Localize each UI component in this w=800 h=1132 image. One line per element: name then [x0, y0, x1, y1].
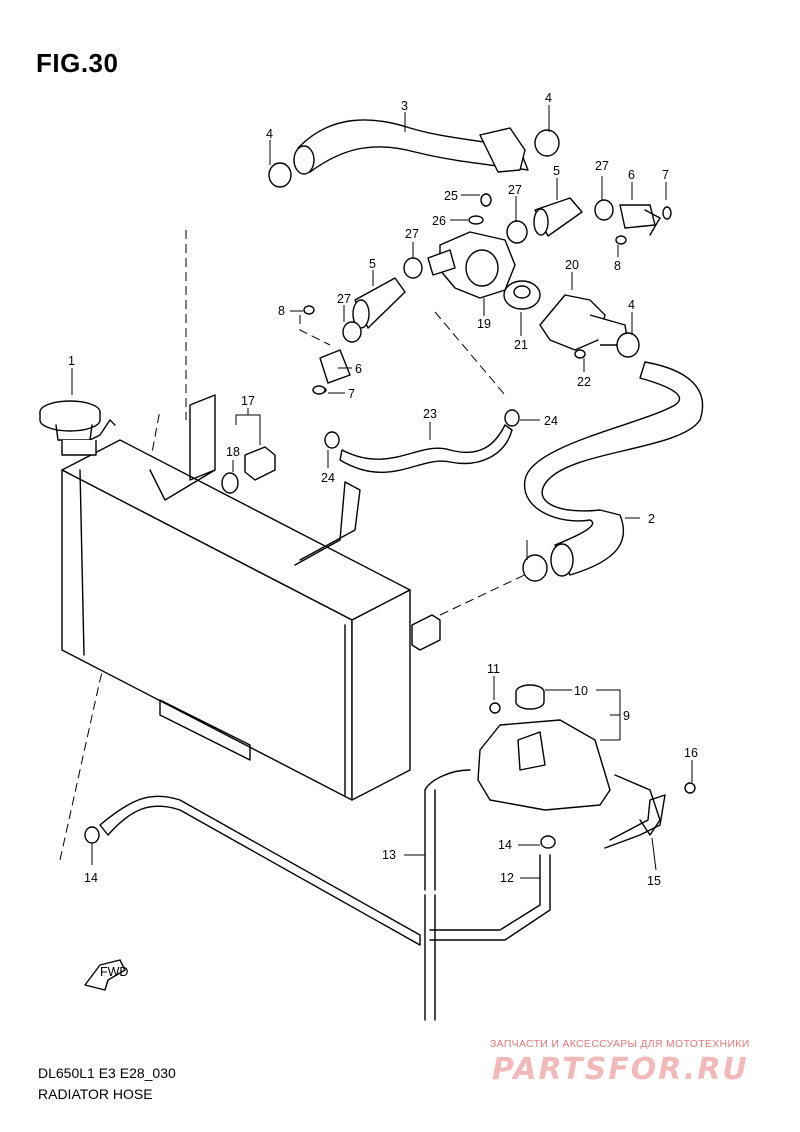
callout-26: 26: [432, 214, 446, 228]
reservoir-tank: [477, 684, 661, 836]
callout-22: 22: [577, 375, 591, 389]
fwd-arrow: FWD: [84, 959, 128, 991]
thermostat-cover: [539, 294, 629, 351]
bracket-15: [604, 794, 666, 849]
hose-2: [524, 361, 704, 577]
callout-10: 10: [574, 684, 588, 698]
callout-6: 6: [355, 362, 362, 376]
callout-27: 27: [508, 183, 522, 197]
hose-3: [293, 119, 529, 175]
section-name: RADIATOR HOSE: [38, 1086, 153, 1102]
callout-2: 2: [648, 512, 655, 526]
overflow-hose: [99, 795, 421, 946]
callout-14: 14: [84, 871, 98, 885]
callout-1: 1: [68, 354, 75, 368]
callout-19: 19: [477, 317, 491, 331]
callout-7: 7: [662, 168, 669, 182]
callout-4: 4: [266, 127, 273, 141]
callout-15: 15: [647, 874, 661, 888]
callout-4: 4: [545, 91, 552, 105]
hose-5-upper: [533, 197, 583, 237]
fwd-label: FWD: [100, 965, 128, 979]
small-fasteners: [303, 193, 696, 794]
callout-23: 23: [423, 407, 437, 421]
figure-title: FIG.30: [36, 48, 119, 78]
thermo-switch: [221, 446, 276, 494]
callout-6: 6: [628, 168, 635, 182]
callout-3: 3: [401, 99, 408, 113]
hose-13: [424, 769, 471, 1021]
leader-lines: [71, 105, 693, 879]
callout-14: 14: [498, 838, 512, 852]
watermark-logo: PARTSFOR.RU: [492, 1052, 749, 1087]
callout-12: 12: [500, 871, 514, 885]
radiator-cap: [39, 400, 101, 456]
callout-4: 4: [628, 298, 635, 312]
callout-20: 20: [565, 258, 579, 272]
thermostat: [503, 280, 541, 310]
callouts: 1 2 3 4 4 4 5 5 6 6 7 7 8 8 9 10 11 12 1…: [68, 91, 698, 888]
callout-7: 7: [348, 387, 355, 401]
hose-12: [429, 854, 551, 941]
callout-16: 16: [684, 746, 698, 760]
callout-9: 9: [623, 709, 630, 723]
callout-13: 13: [382, 848, 396, 862]
callout-27: 27: [595, 159, 609, 173]
watermark-tagline: ЗАПЧАСТИ И АКСЕССУАРЫ ДЛЯ МОТОТЕХНИКИ: [490, 1038, 750, 1050]
callout-5: 5: [369, 257, 376, 271]
radiator: [61, 394, 441, 801]
callout-24: 24: [321, 471, 335, 485]
callout-11: 11: [487, 662, 500, 676]
joint-6-upper: [619, 204, 661, 236]
callout-25: 25: [444, 189, 458, 203]
callout-5: 5: [553, 164, 560, 178]
callout-8: 8: [278, 304, 285, 318]
hose-clamps: [84, 129, 640, 849]
callout-21: 21: [514, 338, 528, 352]
callout-27: 27: [337, 292, 351, 306]
callout-17: 17: [241, 394, 255, 408]
callout-24: 24: [544, 414, 558, 428]
callout-18: 18: [226, 445, 240, 459]
callout-8: 8: [614, 259, 621, 273]
hose-5-lower: [352, 277, 406, 329]
hose-23: [339, 424, 513, 473]
model-code: DL650L1 E3 E28_030: [38, 1065, 176, 1081]
callout-27: 27: [405, 227, 419, 241]
thermostat-housing: [427, 231, 516, 299]
